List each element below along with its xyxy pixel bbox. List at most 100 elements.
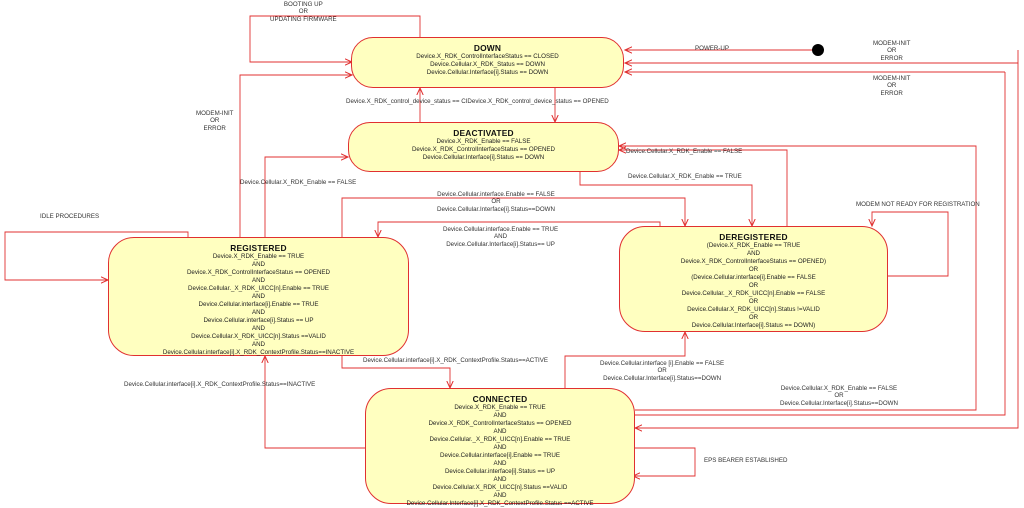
arrow-deact-dereg: [579, 172, 752, 226]
state-line: Device.Cellular.Interface[i].X_RDK_Conte…: [406, 500, 594, 507]
state-line: Device.Cellular._X_RDK_UICC[n].Enable ==…: [681, 290, 826, 297]
arrow-connected-deactivated: [619, 146, 977, 411]
state-title-down: DOWN: [473, 43, 502, 53]
arrow-modem-init-2: [635, 63, 1019, 428]
label-ctx-active: Device.Cellular.interface[i].X_RDK_Conte…: [363, 357, 548, 364]
label-modem-init-2: MODEM-INIT OR ERROR: [873, 75, 910, 97]
arrow-idle-loop: [4, 231, 189, 280]
state-line: AND: [251, 341, 266, 348]
state-line: Device.X_RDK_ControlInterfaceStatus == O…: [411, 146, 556, 153]
state-line: OR: [748, 282, 759, 289]
label-line: MODEM-INIT: [196, 110, 234, 117]
label-line: UPDATING FIRMWARE: [270, 15, 337, 23]
label-modem-init-1: MODEM-INIT OR ERROR: [873, 40, 910, 62]
state-line: Device.Cellular.interface[i].Enable == T…: [198, 301, 319, 308]
state-line: Device.Cellular.X_RDK_UICC[n].Status ==V…: [432, 484, 568, 491]
state-title-connected: CONNECTED: [472, 394, 528, 404]
state-title-deactivated: DEACTIVATED: [453, 128, 514, 138]
arrow-dereg-deactivated: [619, 150, 788, 226]
label-line: EPS BEARER ESTABLISHED: [704, 457, 788, 464]
label-line: Device.Cellular.Interface[i].Status==DOW…: [603, 374, 722, 382]
label-iface-true-mid: Device.Cellular.interface.Enable == TRUE…: [443, 226, 558, 248]
arrow-booting: [249, 15, 421, 62]
arrow-connected-reg: [265, 356, 365, 449]
label-modem-not-ready: MODEM NOT READY FOR REGISTRATION: [856, 201, 980, 208]
label-enable-or-down: Device.Cellular.X_RDK_Enable == FALSE OR…: [780, 385, 898, 407]
label-line: Device.Cellular.X_RDK_Enable == FALSE: [626, 148, 743, 155]
state-line: Device.X_RDK_ControlInterfaceStatus == O…: [186, 269, 331, 276]
arrow-modem-not-ready-loop: [872, 211, 949, 277]
label-line: Device.Cellular.Interface[i].Status== UP: [446, 240, 555, 248]
state-line: OR: [748, 298, 759, 305]
state-line: AND: [746, 250, 761, 257]
state-line: Device.X_RDK_ControlInterfaceStatus == O…: [428, 420, 572, 427]
state-line: OR: [748, 266, 759, 273]
arrow-dereg-reg: [378, 221, 661, 237]
label-line: MODEM NOT READY FOR REGISTRATION: [856, 201, 980, 208]
label-line: ERROR: [880, 54, 903, 62]
label-line: IDLE PROCEDURES: [40, 213, 100, 220]
arrow-reg-dereg: [341, 197, 685, 237]
label-line: OR: [298, 8, 308, 16]
state-line: Device.Cellular.X_RDK_UICC[n].Status ==V…: [191, 333, 326, 340]
label-line: OR: [887, 82, 897, 90]
label-line: POWER-UP: [695, 45, 730, 52]
state-line: Device.X_RDK_ControlInterfaceStatus == O…: [680, 258, 827, 265]
state-line: Device.Cellular.interface[i].Enable == T…: [440, 452, 560, 459]
arrow-registered-deactivated: [264, 157, 348, 237]
state-line: Device.X_RDK_Enable == TRUE: [454, 404, 546, 411]
label-line: ERROR: [880, 89, 903, 97]
state-line: Device.Cellular._X_RDK_UICC[n].Enable ==…: [429, 436, 571, 443]
state-registered[interactable]: REGISTERED Device.X_RDK_Enable == TRUE A…: [108, 237, 409, 356]
state-line: AND: [493, 412, 507, 419]
state-title-registered: REGISTERED: [230, 243, 287, 253]
state-line: (Device.X_RDK_Enable == TRUE: [706, 242, 801, 249]
state-deregistered[interactable]: DEREGISTERED (Device.X_RDK_Enable == TRU…: [619, 226, 888, 332]
state-line: Device.Cellular.X_RDK_UICC[n].Status !=V…: [687, 306, 820, 313]
label-enable-false-left: Device.Cellular.X_RDK_Enable == FALSE: [240, 179, 356, 186]
state-line: Device.Cellular.X_RDK_Status == DOWN: [430, 61, 545, 68]
state-line: Device.Cellular.Interface[i].Status == D…: [426, 69, 549, 76]
state-line: Device.Cellular.Interface[i].Status == D…: [422, 154, 545, 161]
state-line: Device.Cellular.Interface[i].Status == D…: [691, 322, 816, 329]
label-line: Device.Cellular.X_RDK_Enable == FALSE: [240, 179, 357, 186]
start-dot: [812, 44, 824, 56]
label-line: OR: [210, 117, 220, 125]
state-down[interactable]: DOWN Device.X_RDK_ControlInterfaceStatus…: [351, 37, 624, 88]
label-line: Device.Cellular.interface[i].X_RDK_Conte…: [363, 357, 549, 364]
label-line: MODEM-INIT: [873, 75, 911, 82]
label-enable-false-right: Device.Cellular.X_RDK_Enable == FALSE: [626, 148, 742, 155]
label-line: Device.Cellular.Interface[i].Status==DOW…: [437, 205, 555, 213]
label-line: BOOTING UP: [283, 1, 323, 8]
arrow-modem-init-3b: [635, 72, 1006, 416]
state-line: (Device.Cellular.interface[i].Enable == …: [691, 274, 816, 281]
label-iface-false-mid: Device.Cellular.interface.Enable == FALS…: [437, 191, 555, 213]
label-control-status: Device.X_RDK_control_device_status == CI…: [346, 98, 609, 105]
label-iface-false-low: Device.Cellular.interface [i].Enable == …: [600, 360, 724, 382]
state-line: Device.X_RDK_Enable == TRUE: [212, 253, 305, 260]
label-line: ERROR: [203, 124, 226, 132]
label-power-up: POWER-UP: [695, 45, 729, 52]
state-deactivated[interactable]: DEACTIVATED Device.X_RDK_Enable == FALSE…: [348, 122, 619, 172]
label-line: OR: [657, 367, 667, 375]
state-line: AND: [493, 476, 507, 483]
arrow-eps-loop: [633, 447, 696, 476]
label-line: Device.X_RDK_control_device_status == CI…: [346, 98, 609, 105]
label-line: Device.Cellular.interface.Enable == TRUE: [443, 226, 559, 233]
state-line: AND: [251, 261, 266, 268]
label-eps: EPS BEARER ESTABLISHED: [704, 457, 787, 464]
label-line: OR: [491, 198, 501, 206]
state-line: AND: [251, 293, 266, 300]
state-line: Device.Cellular.interface[i].Status == U…: [444, 468, 556, 475]
label-line: Device.Cellular.X_RDK_Enable == FALSE: [780, 385, 898, 392]
state-line: AND: [251, 309, 266, 316]
state-line: Device.Cellular.interface[i].X_RDK_Conte…: [162, 349, 355, 356]
arrow-registered-down: [239, 75, 352, 237]
label-line: Device.Cellular.X_RDK_Enable == TRUE: [628, 173, 742, 180]
label-line: Device.Cellular.Interface[i].Status==DOW…: [780, 399, 898, 407]
label-modem-init-3: MODEM-INIT OR ERROR: [196, 110, 233, 132]
label-idle: IDLE PROCEDURES: [40, 213, 99, 220]
state-connected[interactable]: CONNECTED Device.X_RDK_Enable == TRUE AN…: [365, 388, 635, 507]
state-title-deregistered: DEREGISTERED: [719, 232, 788, 242]
